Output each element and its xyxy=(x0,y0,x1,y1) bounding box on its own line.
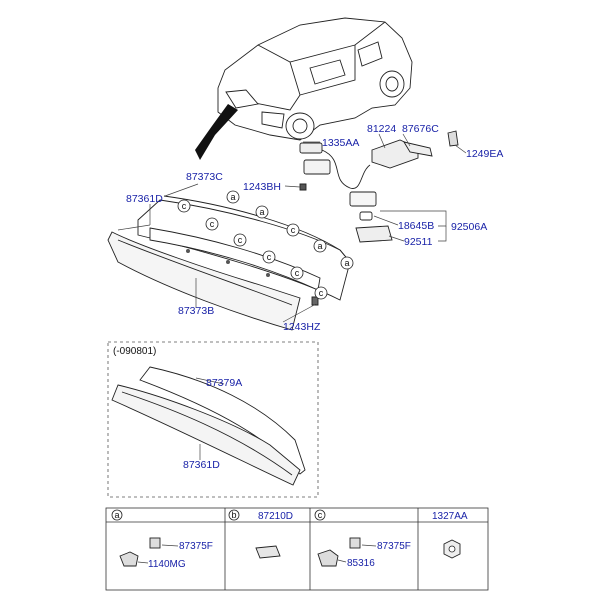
circle-letter-c: c xyxy=(291,225,296,235)
legend-cell-a-parts xyxy=(119,537,179,567)
circle-letter-a: a xyxy=(317,241,322,251)
legend-cell-b-part xyxy=(255,545,281,559)
callout-87373B: 87373B xyxy=(178,305,214,317)
callout-87361D-bottom: 87361D xyxy=(183,459,220,471)
callout-87676C: 87676C xyxy=(402,123,439,135)
circle-letter-c: c xyxy=(267,252,272,262)
trunk-garnish-assembly xyxy=(107,195,351,331)
circle-letter-c: c xyxy=(182,201,187,211)
callout-18645B: 18645B xyxy=(398,220,434,232)
leader-lines xyxy=(117,133,467,460)
legend-header-d-part: 1327AA xyxy=(432,511,468,522)
legend-a-1140MG: 1140MG xyxy=(148,559,186,570)
circle-letter-c: c xyxy=(210,219,215,229)
circle-letter-a: a xyxy=(230,192,235,202)
callout-1243HZ: 1243HZ xyxy=(283,321,321,333)
legend-header-a: a xyxy=(111,509,123,521)
garnish-clip-markers: a c a c c c a c a c c xyxy=(177,190,354,300)
callout-1243BH: 1243BH xyxy=(243,181,281,193)
callout-87361D-top: 87361D xyxy=(126,193,163,205)
legend-header-b: b xyxy=(228,509,240,521)
svg-text:c: c xyxy=(318,510,323,520)
callout-1249EA: 1249EA xyxy=(466,148,503,160)
circle-letter-a: a xyxy=(259,207,264,217)
legend-cell-d-nut xyxy=(443,539,461,559)
inset-frame xyxy=(107,341,319,498)
circle-letter-c: c xyxy=(238,235,243,245)
svg-text:b: b xyxy=(231,510,236,520)
circle-letter-c: c xyxy=(295,268,300,278)
legend-header-b-part: 87210D xyxy=(258,511,293,522)
callout-81224: 81224 xyxy=(367,123,396,135)
callout-87379A: 87379A xyxy=(206,377,242,389)
callout-1335AA: 1335AA xyxy=(322,137,359,149)
legend-c-87375F: 87375F xyxy=(377,541,411,552)
legend-a-87375F: 87375F xyxy=(179,541,213,552)
legend-c-85316: 85316 xyxy=(347,558,375,569)
inset-garnish xyxy=(111,366,306,486)
callout-87373C: 87373C xyxy=(186,171,223,183)
callout-92506A: 92506A xyxy=(451,221,487,233)
svg-text:a: a xyxy=(114,510,119,520)
license-lamp-assembly xyxy=(299,130,459,243)
legend-table xyxy=(105,507,489,591)
inset-note: (-090801) xyxy=(113,346,156,357)
legend-cell-c-parts xyxy=(317,537,377,567)
circle-letter-a: a xyxy=(344,258,349,268)
car-illustration xyxy=(195,17,413,160)
callout-92511: 92511 xyxy=(404,236,433,248)
circle-letter-c: c xyxy=(319,288,324,298)
legend-header-c: c xyxy=(314,509,326,521)
